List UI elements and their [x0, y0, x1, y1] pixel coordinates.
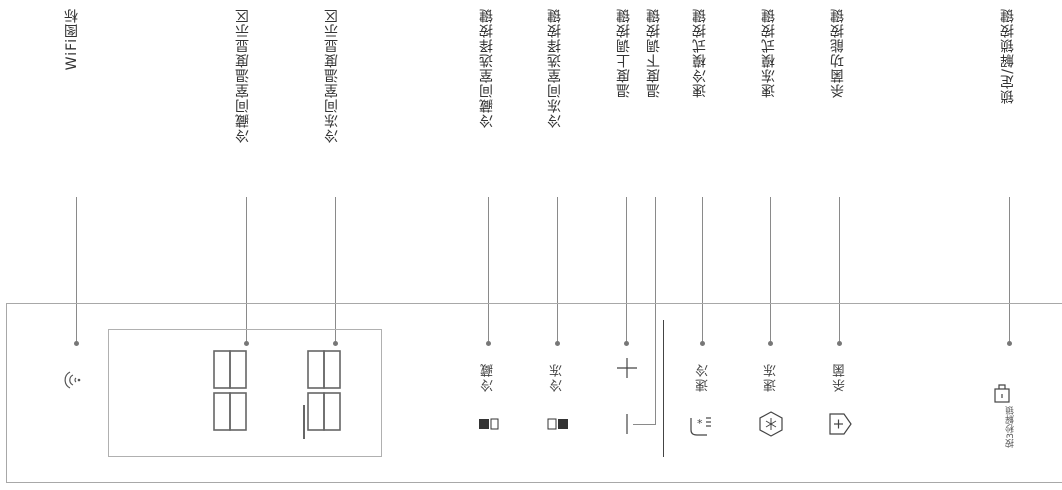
callout-temp-up: 温度上调按键: [616, 8, 632, 98]
leader-fridge-display: [246, 197, 247, 343]
dot-temp-up: [624, 341, 629, 346]
sterilize-button[interactable]: 杀菌: [833, 362, 848, 392]
leader-sterilize: [839, 197, 840, 343]
callout-wifi: WiFi图标: [64, 8, 80, 71]
dot-quick-freeze: [768, 341, 773, 346]
leader-quick-freeze: [770, 197, 771, 343]
callout-fridge-select: 冷藏间室选择按键: [479, 8, 495, 128]
wifi-icon: [64, 371, 81, 389]
quick-cool-icon: *: [690, 417, 711, 436]
dot-fridge-display: [244, 341, 249, 346]
leader-temp-up: [626, 197, 627, 343]
lock-icon[interactable]: [991, 383, 1013, 405]
callout-temp-down: 温度下调按键: [646, 8, 662, 98]
svg-text:*: *: [697, 417, 703, 430]
dot-wifi: [74, 341, 79, 346]
callout-fridge-display: 冷藏间室温度显示区: [235, 8, 251, 143]
callout-lock: 锁定/解锁按键: [1000, 8, 1016, 104]
leader-temp-down-h: [633, 424, 656, 425]
panel-divider: [663, 320, 664, 457]
dot-fridge-select: [486, 341, 491, 346]
leader-quick-cool: [702, 197, 703, 343]
leader-freezer-display: [335, 197, 336, 343]
plus-icon[interactable]: [616, 357, 638, 379]
dot-sterilize: [837, 341, 842, 346]
control-panel: [6, 303, 1062, 483]
quick-cool-button[interactable]: 速冷: [696, 362, 711, 392]
callout-freezer-display: 冷冻间室温度显示区: [324, 8, 340, 143]
dot-lock: [1007, 341, 1012, 346]
seven-segment-display: [213, 350, 341, 439]
leader-freezer-select: [557, 197, 558, 343]
freezer-mode-icon: [547, 418, 568, 430]
dot-freezer-display: [333, 341, 338, 346]
leader-fridge-select: [488, 197, 489, 343]
minus-icon[interactable]: [620, 413, 634, 435]
quick-freeze-button[interactable]: 速冻: [764, 362, 779, 392]
leader-temp-down: [655, 197, 656, 424]
fridge-select-button[interactable]: 冷藏: [481, 362, 496, 392]
leader-lock: [1009, 197, 1010, 343]
callout-freezer-select: 冷冻间室选择按键: [547, 8, 563, 128]
callout-quick-freeze: 速冻模式按键: [761, 8, 777, 98]
shield-plus-icon: [829, 413, 852, 435]
callout-sterilize: 杀菌功能按键: [830, 8, 846, 98]
lock-hint-label: 按3秒解锁: [1006, 406, 1016, 448]
display-frame: [108, 329, 382, 457]
leader-wifi: [76, 197, 77, 343]
callout-quick-cool: 速冷模式按键: [692, 8, 708, 98]
dot-quick-cool: [700, 341, 705, 346]
freezer-select-button[interactable]: 冷冻: [550, 362, 565, 392]
fridge-mode-icon: [479, 418, 499, 430]
dot-freezer-select: [555, 341, 560, 346]
snowflake-icon: [759, 411, 783, 437]
